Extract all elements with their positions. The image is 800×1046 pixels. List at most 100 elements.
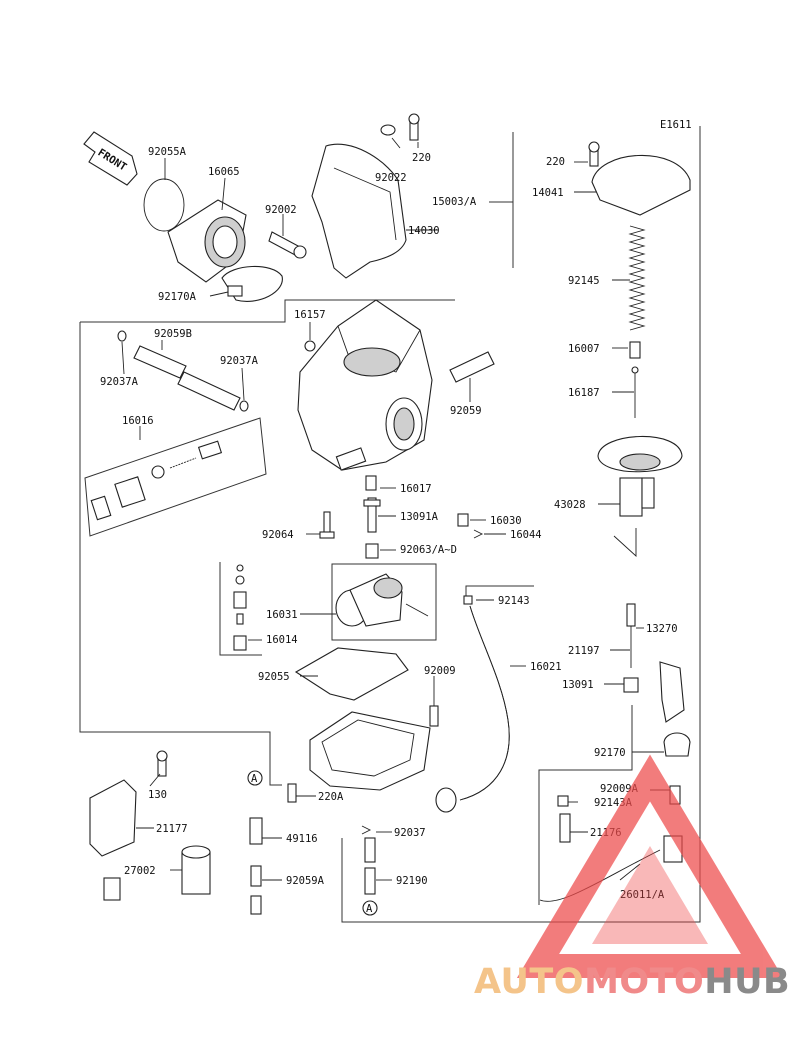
gasket-92055 bbox=[294, 647, 409, 701]
part-label-220A: 220A bbox=[318, 791, 344, 803]
part-label-16030: 16030 bbox=[490, 515, 522, 527]
part-label-21177: 21177 bbox=[156, 823, 188, 835]
part-label-16031: 16031 bbox=[266, 609, 298, 621]
part-label-92170A: 92170A bbox=[158, 291, 197, 303]
part-label-220-top: 220 bbox=[412, 152, 431, 164]
clip-92037 bbox=[361, 825, 372, 835]
part-label-26011A: 26011/A bbox=[620, 889, 665, 901]
clip-16044 bbox=[473, 529, 484, 539]
part-label-43028: 43028 bbox=[554, 499, 586, 511]
part-label-92022: 92022 bbox=[375, 172, 407, 184]
nut-92143A bbox=[557, 795, 569, 807]
pipe-13270 bbox=[626, 603, 636, 627]
diagram-code: E1611 bbox=[660, 119, 692, 131]
part-label-21197: 21197 bbox=[568, 645, 600, 657]
part-label-16014: 16014 bbox=[266, 634, 298, 646]
vacuum-piston-group bbox=[588, 141, 691, 558]
plug-16030 bbox=[457, 513, 469, 527]
tube-92190 bbox=[364, 867, 376, 895]
bottom-left-group bbox=[89, 750, 376, 915]
jet-92063 bbox=[365, 543, 379, 559]
module-21177 bbox=[89, 779, 137, 857]
hose-92059A bbox=[250, 865, 262, 887]
float-bowl bbox=[309, 711, 431, 791]
top-cover-14030 bbox=[311, 113, 420, 279]
screw-92009 bbox=[429, 705, 439, 727]
clip-92037A-left bbox=[117, 330, 127, 342]
callout-a-bottom bbox=[362, 900, 378, 916]
part-label-14030: 14030 bbox=[408, 225, 440, 237]
part-label-13091: 13091 bbox=[562, 679, 594, 691]
clamp-92170 bbox=[663, 732, 691, 757]
top-cap-14041 bbox=[591, 154, 691, 216]
part-label-92009: 92009 bbox=[424, 665, 456, 677]
part-label-92037A-mid: 92037A bbox=[220, 355, 259, 367]
part-label-92143: 92143 bbox=[498, 595, 530, 607]
front-arrow: FRONT bbox=[83, 131, 138, 186]
watermark-segment-hub: HUB bbox=[704, 962, 791, 1002]
pilot-screw-column bbox=[233, 564, 247, 651]
part-labels: E1611 92055A 16065 92002 92022 220 14030… bbox=[100, 119, 692, 901]
part-label-92059: 92059 bbox=[450, 405, 482, 417]
part-label-16187: 16187 bbox=[568, 387, 600, 399]
watermark-text: AUTOMOTOHUB bbox=[474, 962, 790, 1002]
clip-92037A-mid bbox=[239, 400, 249, 412]
part-label-92055A: 92055A bbox=[148, 146, 187, 158]
part-label-92145: 92145 bbox=[568, 275, 600, 287]
starter-plunger-16016 bbox=[84, 417, 267, 537]
part-label-92170: 92170 bbox=[594, 747, 626, 759]
jet-13091A bbox=[367, 497, 377, 533]
holder-16007 bbox=[629, 341, 641, 359]
carburetor-body bbox=[297, 299, 433, 471]
jet-group bbox=[319, 475, 484, 559]
part-label-14041: 14041 bbox=[532, 187, 564, 199]
part-label-16021: 16021 bbox=[530, 661, 562, 673]
part-label-27002: 27002 bbox=[124, 865, 156, 877]
part-label-92037: 92037 bbox=[394, 827, 426, 839]
part-label-92059B: 92059B bbox=[154, 328, 192, 340]
part-label-49116: 49116 bbox=[286, 833, 318, 845]
part-label-220-right: 220 bbox=[546, 156, 565, 168]
spring-92145 bbox=[628, 225, 646, 331]
screw-220A bbox=[287, 783, 297, 803]
part-label-92055: 92055 bbox=[258, 671, 290, 683]
part-label-92190: 92190 bbox=[396, 875, 428, 887]
screw-92064 bbox=[323, 511, 331, 535]
part-label-16017: 16017 bbox=[400, 483, 432, 495]
washer-92022 bbox=[380, 124, 396, 136]
fitting-16157 bbox=[304, 340, 316, 352]
part-label-13091A: 13091A bbox=[400, 511, 439, 523]
callout-a-bottom-label: A bbox=[366, 903, 373, 915]
heater-27002 bbox=[181, 851, 211, 895]
clip-92143 bbox=[463, 595, 473, 605]
jet-16017 bbox=[365, 475, 377, 491]
assembly-frame bbox=[79, 126, 701, 923]
callout-a-top-label: A bbox=[251, 773, 258, 785]
callout-a-top bbox=[247, 770, 263, 786]
hose-16021 bbox=[435, 595, 510, 813]
jet-13091 bbox=[623, 677, 639, 693]
part-label-92064: 92064 bbox=[262, 529, 294, 541]
watermark-segment-moto: MOTO bbox=[584, 962, 705, 1002]
screw-16014 bbox=[233, 635, 247, 651]
float-bowl-group bbox=[287, 647, 439, 803]
part-label-92037A-left: 92037A bbox=[100, 376, 139, 388]
throttle-valve-16031 bbox=[331, 563, 437, 641]
part-label-92059A: 92059A bbox=[286, 875, 325, 887]
part-label-130: 130 bbox=[148, 789, 167, 801]
part-label-15003A: 15003/A bbox=[432, 196, 477, 208]
o-ring-92055A bbox=[143, 178, 185, 232]
fitting-49116 bbox=[249, 817, 263, 845]
tube-group bbox=[117, 330, 495, 412]
part-label-16065: 16065 bbox=[208, 166, 240, 178]
intake-group bbox=[143, 178, 307, 302]
tube-92059B bbox=[133, 345, 187, 379]
watermark-logo-icon bbox=[516, 754, 784, 978]
callout-markers: A A bbox=[247, 770, 378, 916]
part-label-16016: 16016 bbox=[122, 415, 154, 427]
part-label-16157: 16157 bbox=[294, 309, 326, 321]
part-label-16007: 16007 bbox=[568, 343, 600, 355]
leader-lines bbox=[121, 137, 670, 881]
watermark-segment-auto: AUTO bbox=[474, 962, 585, 1002]
